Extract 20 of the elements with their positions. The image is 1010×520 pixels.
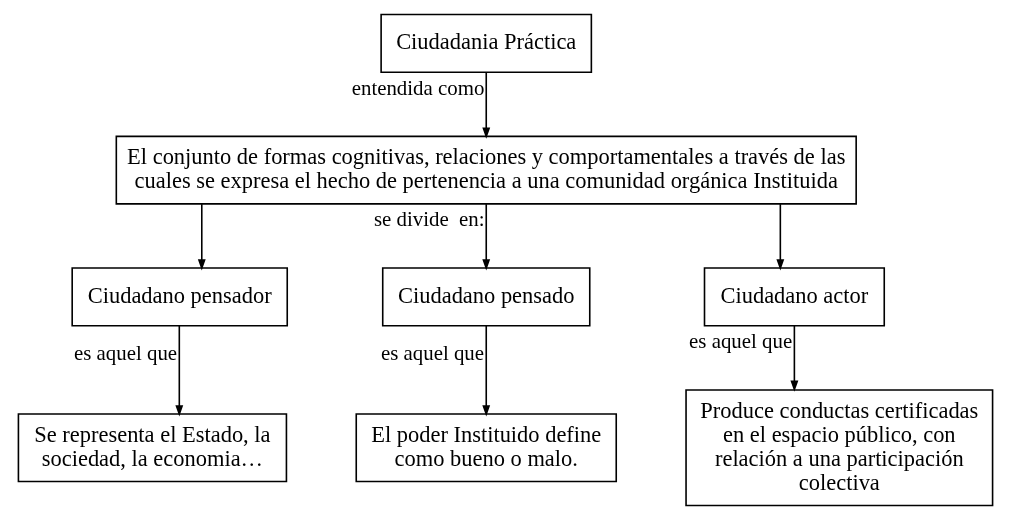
node-box: Ciudadano pensador: [70, 267, 288, 327]
arrow: [789, 325, 798, 392]
arrow: [481, 203, 490, 271]
node-box: El conjunto de formas cognitivas, relaciones y comportamentales a través de las cuales se expresa el hecho de pertenencia a una comunidad orgánica Instituida: [115, 135, 857, 205]
node-box: Ciudadano actor: [703, 267, 885, 327]
node-box: El poder Instituido define como bueno o malo.: [354, 413, 617, 483]
edge-label: entendida como: [351, 75, 484, 100]
arrow: [481, 325, 490, 417]
edge-label: es aquel que: [380, 341, 484, 366]
node-box: Se representa el Estado, la sociedad, la economia…: [17, 413, 287, 483]
node-box: Ciudadano pensado: [381, 267, 591, 327]
arrow: [174, 325, 183, 417]
arrow: [775, 203, 784, 271]
edge-label: es aquel que: [688, 328, 792, 353]
arrow: [481, 71, 490, 139]
arrow: [197, 203, 206, 271]
node-box: Ciudadania Práctica: [379, 13, 592, 74]
node-box: Produce conductas certificadas en el espacio público, con relación a una participación colectiva: [684, 389, 993, 507]
edge-label: es aquel que: [73, 341, 177, 366]
edge-label: se divide en:: [373, 207, 485, 232]
